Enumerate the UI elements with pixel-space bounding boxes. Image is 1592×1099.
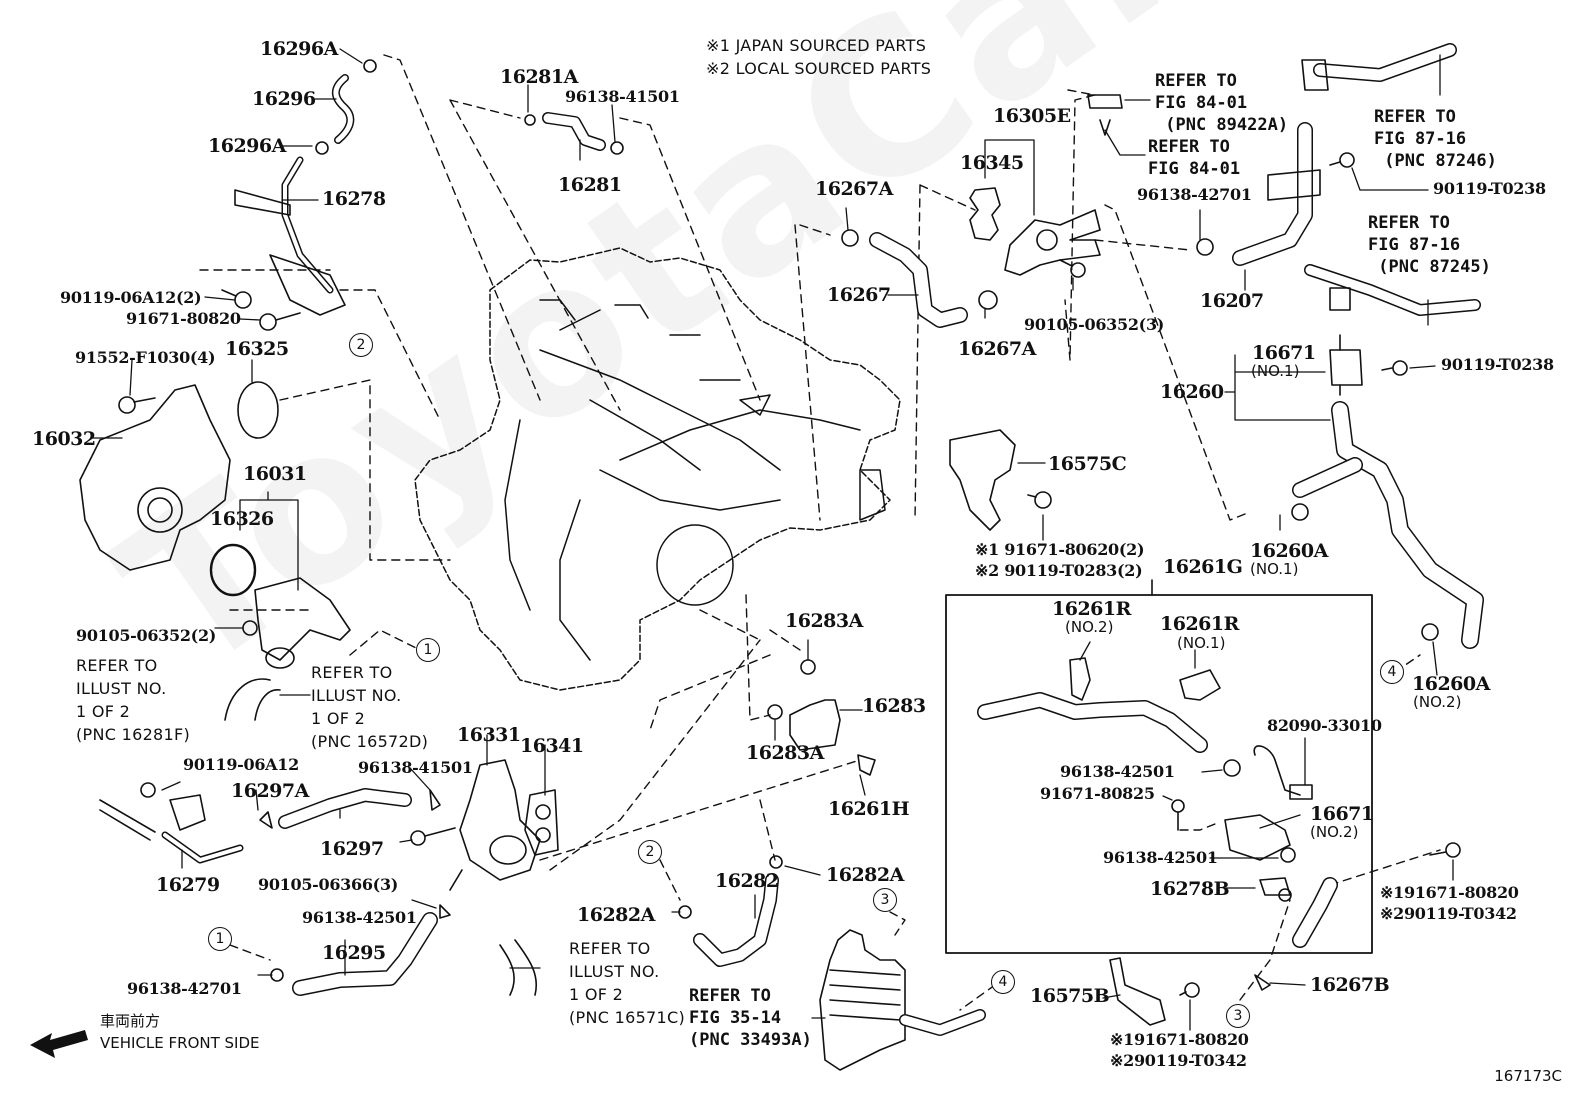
part-label-96138-42501[interactable]: 96138-42501 bbox=[1103, 848, 1218, 867]
callout-circle-4: 4 bbox=[991, 970, 1015, 994]
sourcing-legend: ※1 JAPAN SOURCED PARTS ※2 LOCAL SOURCED … bbox=[706, 34, 931, 80]
part-sublabel-no2: (NO.2) bbox=[1413, 693, 1462, 711]
part-label-16260A[interactable]: 16260A bbox=[1250, 540, 1328, 562]
part-label-90119-T0238[interactable]: 90119-T0238 bbox=[1441, 355, 1554, 374]
part-label-16305E[interactable]: 16305E bbox=[993, 105, 1071, 127]
vehicle-front-japanese: 車両前方 bbox=[100, 1012, 161, 1030]
callout-circle-1: 1 bbox=[416, 638, 440, 662]
callout-circle-2: 2 bbox=[638, 840, 662, 864]
part-label-90105-06352-2[interactable]: 90105-06352(2) bbox=[76, 626, 217, 645]
reference-fig-84-01[interactable]: REFER TO FIG 84-01 bbox=[1148, 137, 1241, 179]
part-label-16267B[interactable]: 16267B bbox=[1310, 974, 1390, 996]
part-label-16296[interactable]: 16296 bbox=[252, 88, 316, 110]
part-label-16267A[interactable]: 16267A bbox=[815, 178, 893, 200]
part-label-90105-06366[interactable]: 90105-06366(3) bbox=[258, 875, 399, 894]
part-label-91671-80825[interactable]: 91671-80825 bbox=[1040, 784, 1155, 803]
part-label-16032[interactable]: 16032 bbox=[32, 428, 96, 450]
part-label-16283A[interactable]: 16283A bbox=[785, 610, 863, 632]
reference-fig-87-16-pnc-87246[interactable]: REFER TO FIG 87-16 (PNC 87246) bbox=[1374, 107, 1497, 171]
callout-circle-3: 3 bbox=[873, 888, 897, 912]
reference-fig-87-16-pnc-87245[interactable]: REFER TO FIG 87-16 (PNC 87245) bbox=[1368, 213, 1491, 277]
part-label-16295[interactable]: 16295 bbox=[322, 942, 386, 964]
part-label-16296A[interactable]: 16296A bbox=[260, 38, 338, 60]
callout-circle-3: 3 bbox=[1226, 1004, 1250, 1028]
part-label-16341[interactable]: 16341 bbox=[520, 735, 584, 757]
part-label-90105-06352-3[interactable]: 90105-06352(3) bbox=[1024, 315, 1165, 334]
part-label-96138-42701[interactable]: 96138-42701 bbox=[1137, 185, 1252, 204]
part-label-90119-06A12[interactable]: 90119-06A12 bbox=[183, 755, 299, 774]
part-label-16345[interactable]: 16345 bbox=[960, 152, 1024, 174]
part-drawings bbox=[79, 43, 1484, 1071]
part-label-16278[interactable]: 16278 bbox=[322, 188, 386, 210]
part-label-16671[interactable]: 16671 bbox=[1310, 803, 1374, 825]
legend-note-local: ※2 LOCAL SOURCED PARTS bbox=[706, 59, 932, 78]
part-sublabel-no1: (NO.1) bbox=[1251, 362, 1300, 380]
part-label-16671[interactable]: 16671 bbox=[1252, 342, 1316, 364]
part-label-96138-41501[interactable]: 96138-41501 bbox=[565, 87, 680, 106]
part-label-16297A[interactable]: 16297A bbox=[231, 780, 309, 802]
part-label-16260[interactable]: 16260 bbox=[1160, 381, 1224, 403]
part-label-90119-T0342[interactable]: ※290119-T0342 bbox=[1380, 904, 1517, 923]
part-label-16207[interactable]: 16207 bbox=[1200, 290, 1264, 312]
part-label-16325[interactable]: 16325 bbox=[225, 338, 289, 360]
reference-illust-pnc-16281f[interactable]: REFER TO ILLUST NO. 1 OF 2 (PNC 16281F) bbox=[76, 656, 191, 744]
callout-circle-2: 2 bbox=[349, 333, 373, 357]
part-label-16261H[interactable]: 16261H bbox=[828, 798, 910, 820]
part-label-90119-06A12-2[interactable]: 90119-06A12(2) bbox=[60, 288, 202, 307]
part-label-90119-T0342[interactable]: ※290119-T0342 bbox=[1110, 1051, 1247, 1070]
legend-note-japan: ※1 JAPAN SOURCED PARTS bbox=[706, 36, 927, 55]
part-label-16261R[interactable]: 16261R bbox=[1160, 613, 1239, 635]
part-sublabel-no1: (NO.1) bbox=[1177, 634, 1226, 652]
part-label-16282A[interactable]: 16282A bbox=[577, 904, 655, 926]
part-label-91671-80820[interactable]: ※191671-80820 bbox=[1380, 883, 1519, 902]
part-label-91552-F1030[interactable]: 91552-F1030(4) bbox=[75, 348, 216, 367]
reference-illust-pnc-16572d[interactable]: REFER TO ILLUST NO. 1 OF 2 (PNC 16572D) bbox=[311, 663, 429, 751]
engine-block-drawing bbox=[414, 247, 901, 691]
part-label-16575C[interactable]: 16575C bbox=[1048, 453, 1127, 475]
reference-fig-35-14-pnc-33493a[interactable]: REFER TO FIG 35-14 (PNC 33493A) bbox=[689, 986, 812, 1050]
vehicle-front-label: 車両前方 VEHICLE FRONT SIDE bbox=[100, 1010, 260, 1054]
part-label-16279[interactable]: 16279 bbox=[156, 874, 220, 896]
callout-circle-1: 1 bbox=[208, 927, 232, 951]
part-label-16261R[interactable]: 16261R bbox=[1052, 598, 1131, 620]
callout-circle-4: 4 bbox=[1380, 660, 1404, 684]
part-label-16260A[interactable]: 16260A bbox=[1412, 673, 1490, 695]
reference-illust-pnc-16571c[interactable]: REFER TO ILLUST NO. 1 OF 2 (PNC 16571C) bbox=[569, 939, 686, 1027]
part-sublabel-no2: (NO.2) bbox=[1065, 618, 1114, 636]
part-label-16281[interactable]: 16281 bbox=[558, 174, 622, 196]
part-label-91671-80820[interactable]: ※191671-80820 bbox=[1110, 1030, 1249, 1049]
part-label-16282[interactable]: 16282 bbox=[715, 870, 779, 892]
part-label-91671-80620[interactable]: ※1 91671-80620(2) bbox=[975, 540, 1145, 559]
vehicle-front-english: VEHICLE FRONT SIDE bbox=[100, 1034, 260, 1052]
part-label-96138-42701[interactable]: 96138-42701 bbox=[127, 979, 242, 998]
reference-fig-84-01-pnc-89422a[interactable]: REFER TO FIG 84-01 (PNC 89422A) bbox=[1155, 71, 1289, 135]
part-label-16331[interactable]: 16331 bbox=[457, 724, 521, 746]
vehicle-front-arrow bbox=[30, 1030, 88, 1058]
part-label-16283A[interactable]: 16283A bbox=[746, 742, 824, 764]
part-label-16267[interactable]: 16267 bbox=[827, 284, 891, 306]
part-label-16281A[interactable]: 16281A bbox=[500, 66, 578, 88]
part-label-82090-33010[interactable]: 82090-33010 bbox=[1267, 716, 1382, 735]
part-label-16031[interactable]: 16031 bbox=[243, 463, 307, 485]
part-label-90119-T0283[interactable]: ※2 90119-T0283(2) bbox=[975, 561, 1143, 580]
part-label-16267A[interactable]: 16267A bbox=[958, 338, 1036, 360]
part-label-16261G[interactable]: 16261G bbox=[1163, 556, 1243, 578]
part-label-96138-42501[interactable]: 96138-42501 bbox=[1060, 762, 1175, 781]
part-label-96138-41501[interactable]: 96138-41501 bbox=[358, 758, 473, 777]
part-label-16326[interactable]: 16326 bbox=[210, 508, 274, 530]
figure-id: 167173C bbox=[1494, 1067, 1562, 1085]
part-label-16296A[interactable]: 16296A bbox=[208, 135, 286, 157]
part-label-90119-T0238[interactable]: 90119-T0238 bbox=[1433, 179, 1546, 198]
part-label-16283[interactable]: 16283 bbox=[862, 695, 926, 717]
part-label-91671-80820[interactable]: 91671-80820 bbox=[126, 309, 241, 328]
part-sublabel-no1: (NO.1) bbox=[1250, 560, 1299, 578]
part-label-16575B[interactable]: 16575B bbox=[1030, 985, 1110, 1007]
part-label-96138-42501[interactable]: 96138-42501 bbox=[302, 908, 417, 927]
part-label-16278B[interactable]: 16278B bbox=[1150, 878, 1230, 900]
part-label-16282A[interactable]: 16282A bbox=[826, 864, 904, 886]
part-sublabel-no2: (NO.2) bbox=[1310, 823, 1359, 841]
part-label-16297[interactable]: 16297 bbox=[320, 838, 384, 860]
